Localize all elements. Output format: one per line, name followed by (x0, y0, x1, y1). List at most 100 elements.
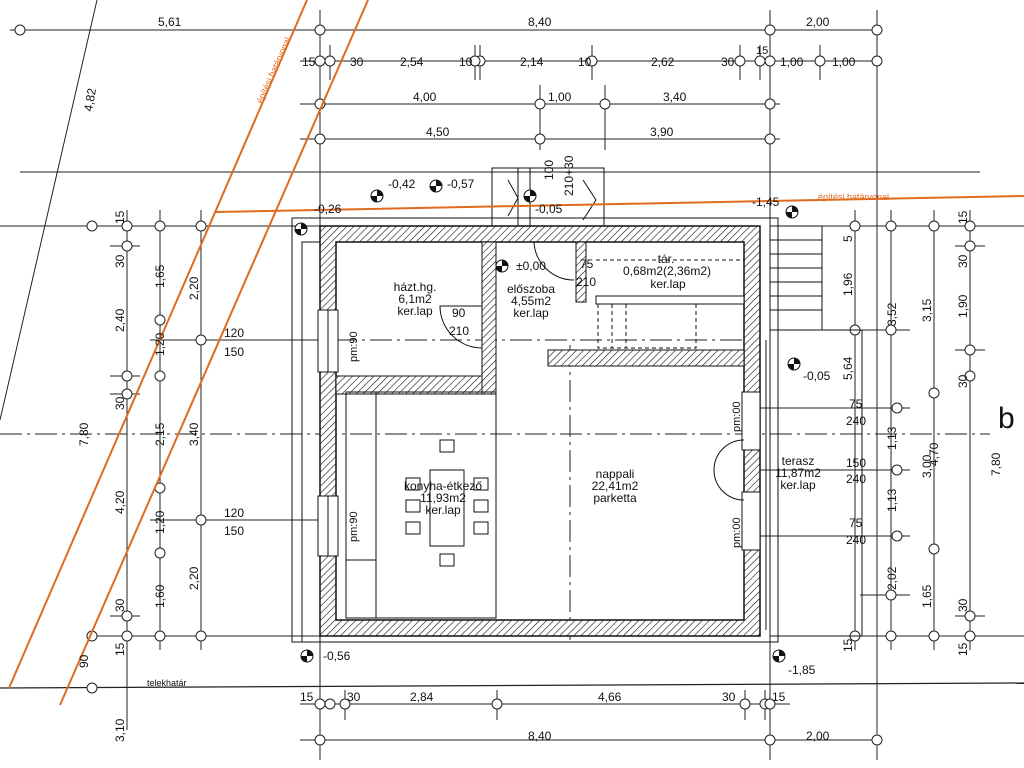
bottom2-dim-1: 8,40 (528, 729, 552, 743)
left3-dim-2: 3,40 (187, 422, 201, 446)
right-dimensions: 75 240 150 240 75 240 5 1,96 5,64 1,13 1… (841, 210, 1003, 656)
svg-text:4,55m2: 4,55m2 (511, 294, 551, 308)
level-8: -0,56 (323, 649, 351, 663)
bottom-dim-5: 30 (722, 690, 736, 704)
level-3: -0,26 (314, 202, 342, 216)
left3-dim-3: 2,20 (187, 566, 201, 590)
svg-text:30: 30 (956, 374, 970, 388)
svg-text:240: 240 (846, 472, 866, 486)
section-letter-b: b (998, 402, 1015, 435)
svg-text:2,02: 2,02 (885, 566, 899, 590)
left2-dim-2: 1,20 (153, 332, 167, 356)
door2-height: 210 (576, 275, 596, 289)
room-terasz: terasz 11,87m2 ker.lap (775, 454, 821, 492)
bottom-dim-1: 15 (300, 690, 314, 704)
left2-dim-5: 1,60 (153, 584, 167, 608)
door1-height: 210 (449, 324, 469, 338)
svg-text:3,00: 3,00 (920, 454, 934, 478)
bottom-dim-2: 30 (347, 690, 361, 704)
outer-walls (291, 217, 779, 643)
svg-text:1,13: 1,13 (885, 488, 899, 512)
svg-text:75: 75 (849, 516, 863, 530)
door2-width: 75 (580, 257, 594, 271)
svg-text:1,13: 1,13 (885, 426, 899, 450)
left1-dim-9: 3,10 (113, 718, 127, 742)
terrace-doors (713, 391, 761, 551)
svg-text:11,87m2: 11,87m2 (775, 466, 821, 480)
svg-text:240: 240 (846, 533, 866, 547)
svg-text:15: 15 (841, 638, 855, 652)
top2-dim-9: 15 (756, 45, 768, 57)
svg-text:házt.hg.: házt.hg. (394, 280, 437, 294)
bottom-dim-6: 15 (772, 690, 786, 704)
top2-dim-1: 15 (302, 55, 316, 69)
svg-text:tár.: tár. (658, 252, 675, 266)
left2-dim-3: 2,15 (153, 422, 167, 446)
left1-dim-7: 15 (113, 642, 127, 656)
basement-stairs (596, 225, 823, 349)
room-nappali: nappali 22,41m2 parketta (592, 467, 639, 505)
svg-text:3,15: 3,15 (920, 298, 934, 322)
svg-text:7,80: 7,80 (989, 452, 1003, 476)
svg-text:5: 5 (841, 235, 855, 242)
svg-text:1,96: 1,96 (841, 272, 855, 296)
left1-dim-8: 90 (77, 654, 91, 668)
bottom2-dim-2: 2,00 (806, 729, 830, 743)
top2-dim-11: 1,00 (832, 55, 856, 69)
door1-width: 90 (452, 306, 466, 320)
left4-dim-1: 7,80 (77, 422, 91, 446)
svg-text:1,90: 1,90 (956, 294, 970, 318)
svg-text:150: 150 (846, 456, 866, 470)
room-konyha: konyha-étkező 11,93m2 ker.lap (404, 479, 482, 517)
top3-dim-3: 3,40 (663, 90, 687, 104)
svg-text:ker.lap: ker.lap (780, 478, 816, 492)
top3-dim-2: 1,00 (548, 90, 572, 104)
pm-right-2: pm:00 (731, 517, 743, 548)
svg-text:5,64: 5,64 (841, 356, 855, 380)
top-dim-2: 8,40 (528, 15, 552, 29)
svg-text:4,70: 4,70 (927, 442, 941, 466)
kitchen-furniture (345, 391, 497, 619)
svg-text:30: 30 (956, 254, 970, 268)
left1-dim-6: 30 (113, 598, 127, 612)
top4-dim-2: 3,90 (650, 125, 674, 139)
svg-text:22,41m2: 22,41m2 (592, 479, 639, 493)
left-diag-dim: 4,82 (81, 87, 99, 113)
left2-dim-4: 1,20 (153, 510, 167, 534)
svg-text:parketta: parketta (593, 491, 637, 505)
svg-text:75: 75 (849, 397, 863, 411)
svg-text:15: 15 (956, 642, 970, 656)
level-7: -0,05 (803, 369, 831, 383)
window1-width: 120 (224, 326, 244, 340)
window2-width: 120 (224, 506, 244, 520)
svg-text:15: 15 (956, 210, 970, 224)
room-tar: tár. 0,68m2(2,36m2) ker.lap (623, 252, 711, 291)
svg-text:előszoba: előszoba (507, 282, 555, 296)
window2-height: 150 (224, 524, 244, 538)
level-2: -0,57 (447, 177, 475, 191)
internal-doors (439, 241, 575, 349)
terrace-outline (765, 329, 863, 637)
left-dimensions: 15 30 2,40 30 4,20 30 15 90 3,10 1,65 1,… (77, 87, 201, 742)
top2-dim-5: 2,14 (520, 55, 544, 69)
svg-text:11,93m2: 11,93m2 (420, 491, 466, 505)
svg-text:3,52: 3,52 (885, 302, 899, 326)
boundary-label-1: építési határvonal (255, 36, 293, 105)
top2-dim-10: 1,00 (780, 55, 804, 69)
stair-dim-1: 100 (542, 160, 556, 180)
top2-dim-8: 30 (721, 55, 735, 69)
room-hazt: házt.hg. 6,1m2 ker.lap (394, 280, 437, 318)
left1-dim-3: 2,40 (113, 308, 127, 332)
section-axis (0, 339, 990, 640)
left1-dim-4: 30 (113, 396, 127, 410)
level-6: ±0,00 (516, 259, 546, 273)
dimension-ticks (14, 24, 976, 746)
level-1: -0,42 (388, 177, 416, 191)
svg-text:ker.lap: ker.lap (513, 306, 549, 320)
svg-text:ker.lap: ker.lap (397, 304, 433, 318)
pm-left-1: pm:90 (348, 331, 360, 362)
left-windows (317, 309, 339, 557)
pm-right-1: pm:00 (731, 401, 743, 432)
